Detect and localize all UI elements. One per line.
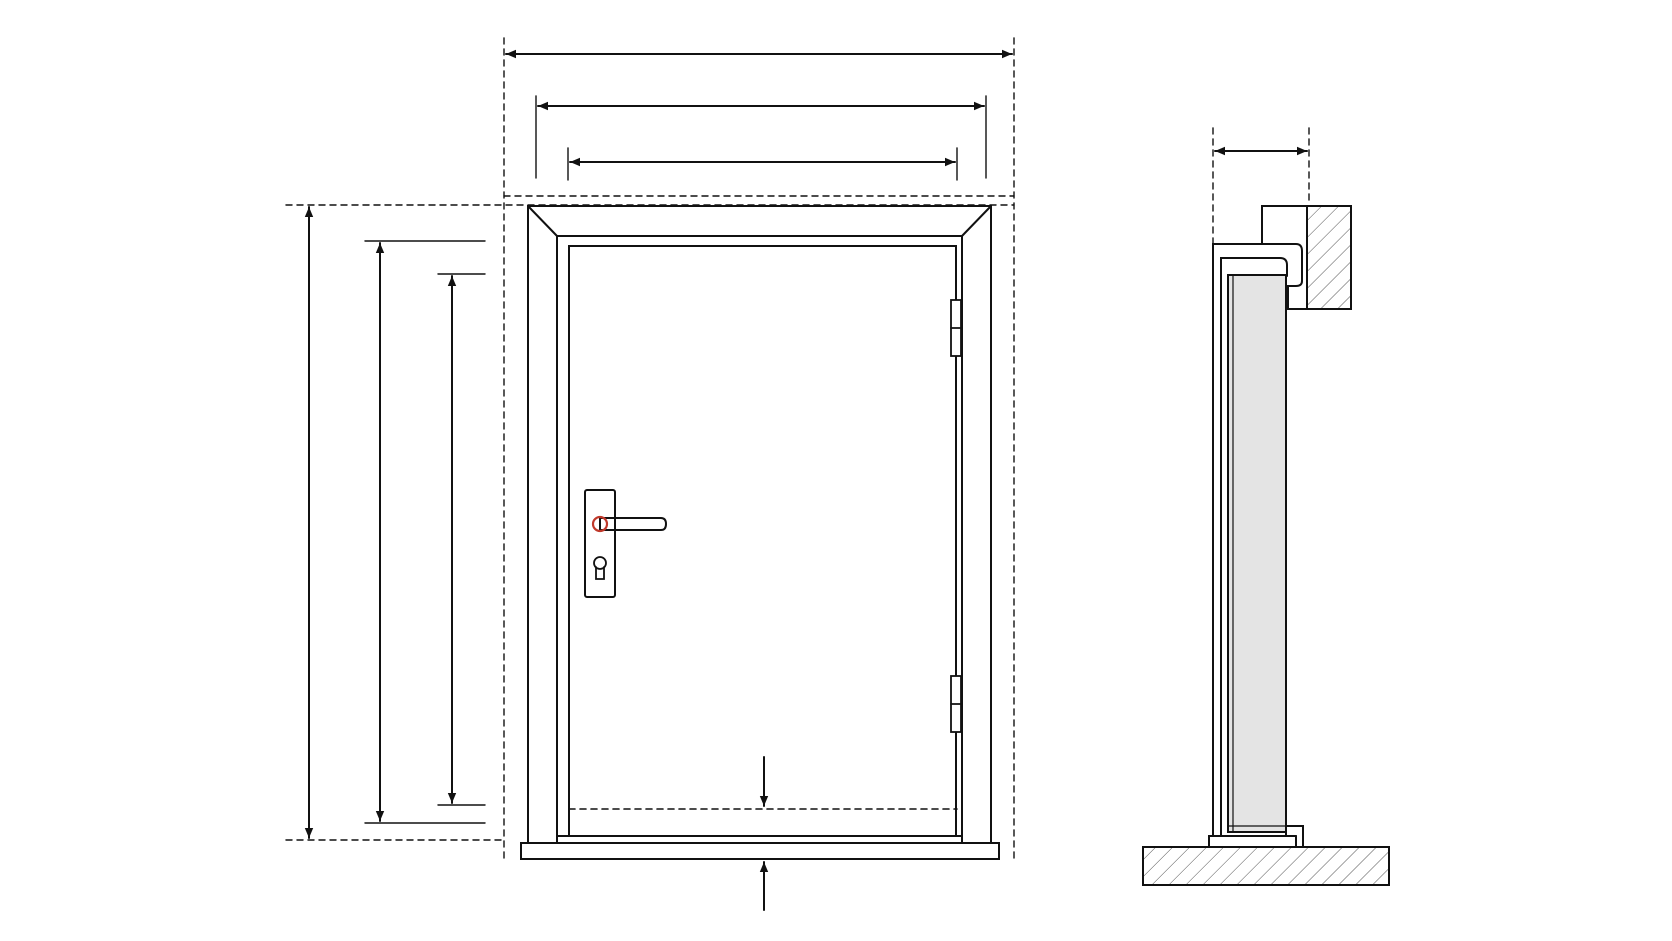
keyhole-icon <box>593 556 607 580</box>
door-leaf <box>568 245 957 837</box>
door-handle-assembly <box>584 489 668 598</box>
width-dimensions <box>505 49 1013 167</box>
hinge-icon <box>950 675 962 733</box>
wall-head-section <box>1306 205 1352 310</box>
depth-dimension-group <box>1212 127 1310 246</box>
door-frame <box>527 205 992 844</box>
door-leaf-section <box>1227 274 1287 833</box>
hinge-icon <box>950 299 962 357</box>
bottom-seal-profile <box>1208 825 1304 848</box>
handle-backplate <box>584 489 616 598</box>
floor-section <box>1142 846 1390 886</box>
front-elevation-view <box>285 37 1015 911</box>
height-dimensions <box>304 206 457 839</box>
hinges <box>950 299 962 733</box>
threshold <box>520 842 1000 860</box>
side-section-view <box>1142 127 1390 886</box>
extension-lines <box>364 95 987 824</box>
door-handle-icon <box>591 515 668 533</box>
